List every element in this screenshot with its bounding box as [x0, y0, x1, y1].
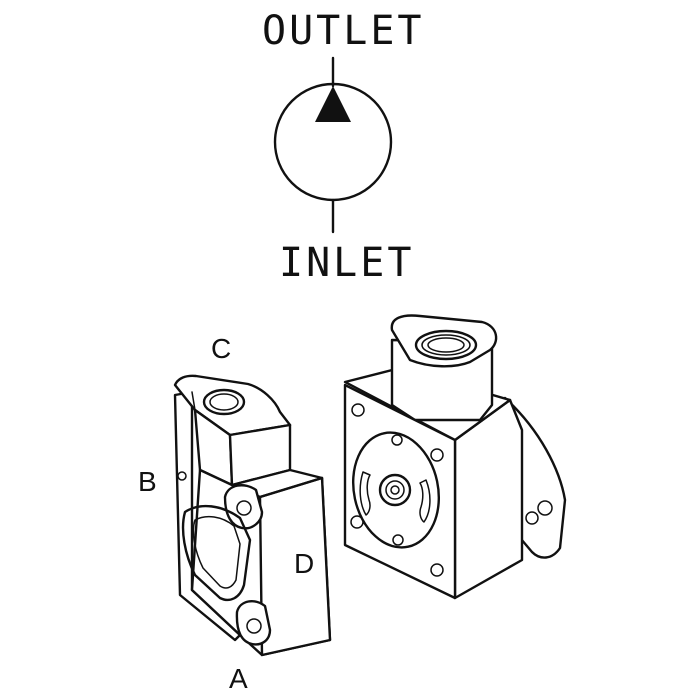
boss-bolt-hole-bottom	[392, 534, 404, 546]
shaft-center	[390, 485, 400, 495]
port-tower-top	[173, 374, 292, 437]
gasket-inner	[192, 515, 241, 589]
mounting-ear-top	[223, 484, 264, 530]
outlet-port-hole	[414, 329, 478, 361]
inlet-port-thread	[209, 393, 239, 411]
tower-corner-edge	[191, 391, 196, 411]
label-c: C	[211, 333, 231, 364]
inlet-port-hole	[202, 388, 246, 416]
rear-flange-bolt-hole	[537, 500, 553, 516]
label-b: B	[138, 466, 157, 497]
shaft-bearing-outer	[378, 473, 412, 507]
boss-bolt-hole-top	[391, 434, 403, 446]
flow-direction-arrow	[315, 86, 351, 122]
flange-bolt-hole-br	[430, 563, 444, 577]
label-a: A	[229, 663, 248, 694]
outlet-port-thread	[421, 334, 471, 356]
shaft-bearing-inner	[385, 480, 405, 500]
flange-bolt-hole-tl	[351, 403, 365, 417]
ear-bolt-hole-top	[236, 500, 252, 516]
outlet-label: OUTLET	[262, 8, 425, 54]
label-d: D	[294, 548, 314, 579]
gasket-outline	[181, 504, 252, 602]
central-boss	[351, 431, 441, 549]
inlet-label: INLET	[279, 240, 414, 286]
pump-symbol: OUTLET INLET	[262, 8, 425, 286]
pump-body-assembled	[343, 314, 567, 600]
left-kidney-slot	[359, 471, 371, 516]
mounting-ear-bottom	[235, 600, 272, 646]
flange-bolt-hole-tr	[430, 448, 444, 462]
outlet-port-thread-2	[427, 337, 465, 353]
boss-b-fitting	[177, 471, 187, 481]
pump-cover	[173, 374, 332, 657]
right-kidney-slot	[419, 479, 431, 523]
ear-bolt-hole-bottom	[246, 618, 262, 634]
rear-flange-bolt-hole-2	[525, 511, 539, 525]
